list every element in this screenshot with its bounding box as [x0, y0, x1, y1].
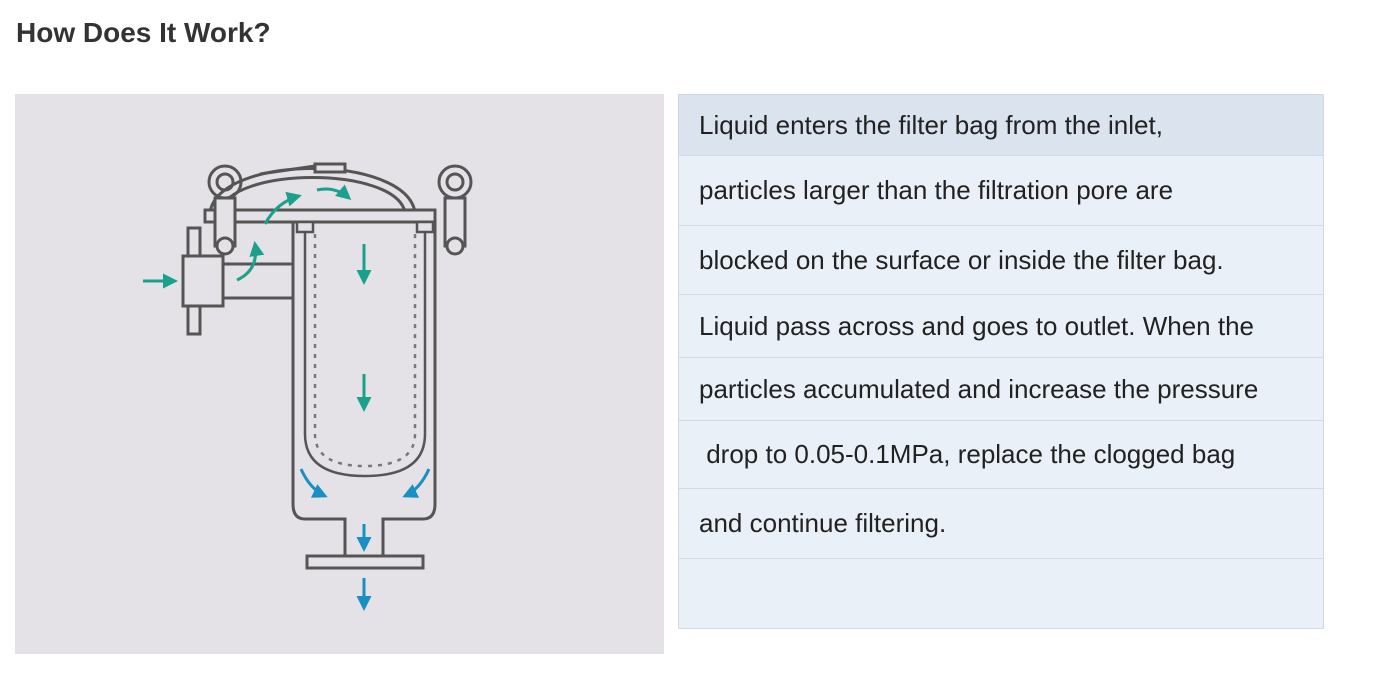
- filter-housing: [181, 162, 437, 570]
- description-line: [678, 558, 1324, 629]
- table-row: particles larger than the filtration por…: [678, 155, 1324, 226]
- filter-bag: [295, 220, 435, 478]
- dome-flow-arrow: [263, 191, 302, 225]
- description-line: blocked on the surface or inside the fil…: [678, 225, 1324, 295]
- outlet-turn-arrow: [402, 468, 431, 498]
- table-row: blocked on the surface or inside the fil…: [678, 225, 1324, 295]
- table-row: drop to 0.05-0.1MPa, replace the clogged…: [678, 420, 1324, 489]
- flow-arrows: [143, 184, 431, 611]
- description-line: particles accumulated and increase the p…: [678, 357, 1324, 421]
- table-row: and continue filtering.: [678, 488, 1324, 559]
- description-line: and continue filtering.: [678, 488, 1324, 559]
- lifting-eyes: [207, 164, 473, 256]
- table-row: Liquid enters the filter bag from the in…: [678, 94, 1324, 156]
- description-line: drop to 0.05-0.1MPa, replace the clogged…: [678, 420, 1324, 489]
- page-title: How Does It Work?: [16, 17, 271, 48]
- table-row: particles accumulated and increase the p…: [678, 357, 1324, 421]
- bag-filter-illustration: [143, 162, 473, 611]
- description-table: Liquid enters the filter bag from the in…: [678, 94, 1324, 629]
- dome-flow-arrow: [316, 184, 352, 200]
- table-row: [678, 558, 1324, 629]
- table-row: Liquid pass across and goes to outlet. W…: [678, 294, 1324, 358]
- description-line: Liquid enters the filter bag from the in…: [678, 94, 1324, 156]
- inlet-turn-arrow: [236, 241, 265, 282]
- description-line: particles larger than the filtration por…: [678, 155, 1324, 226]
- outlet-turn-arrow: [299, 468, 328, 498]
- description-line: Liquid pass across and goes to outlet. W…: [678, 294, 1324, 358]
- bag-filter-diagram: [15, 94, 664, 654]
